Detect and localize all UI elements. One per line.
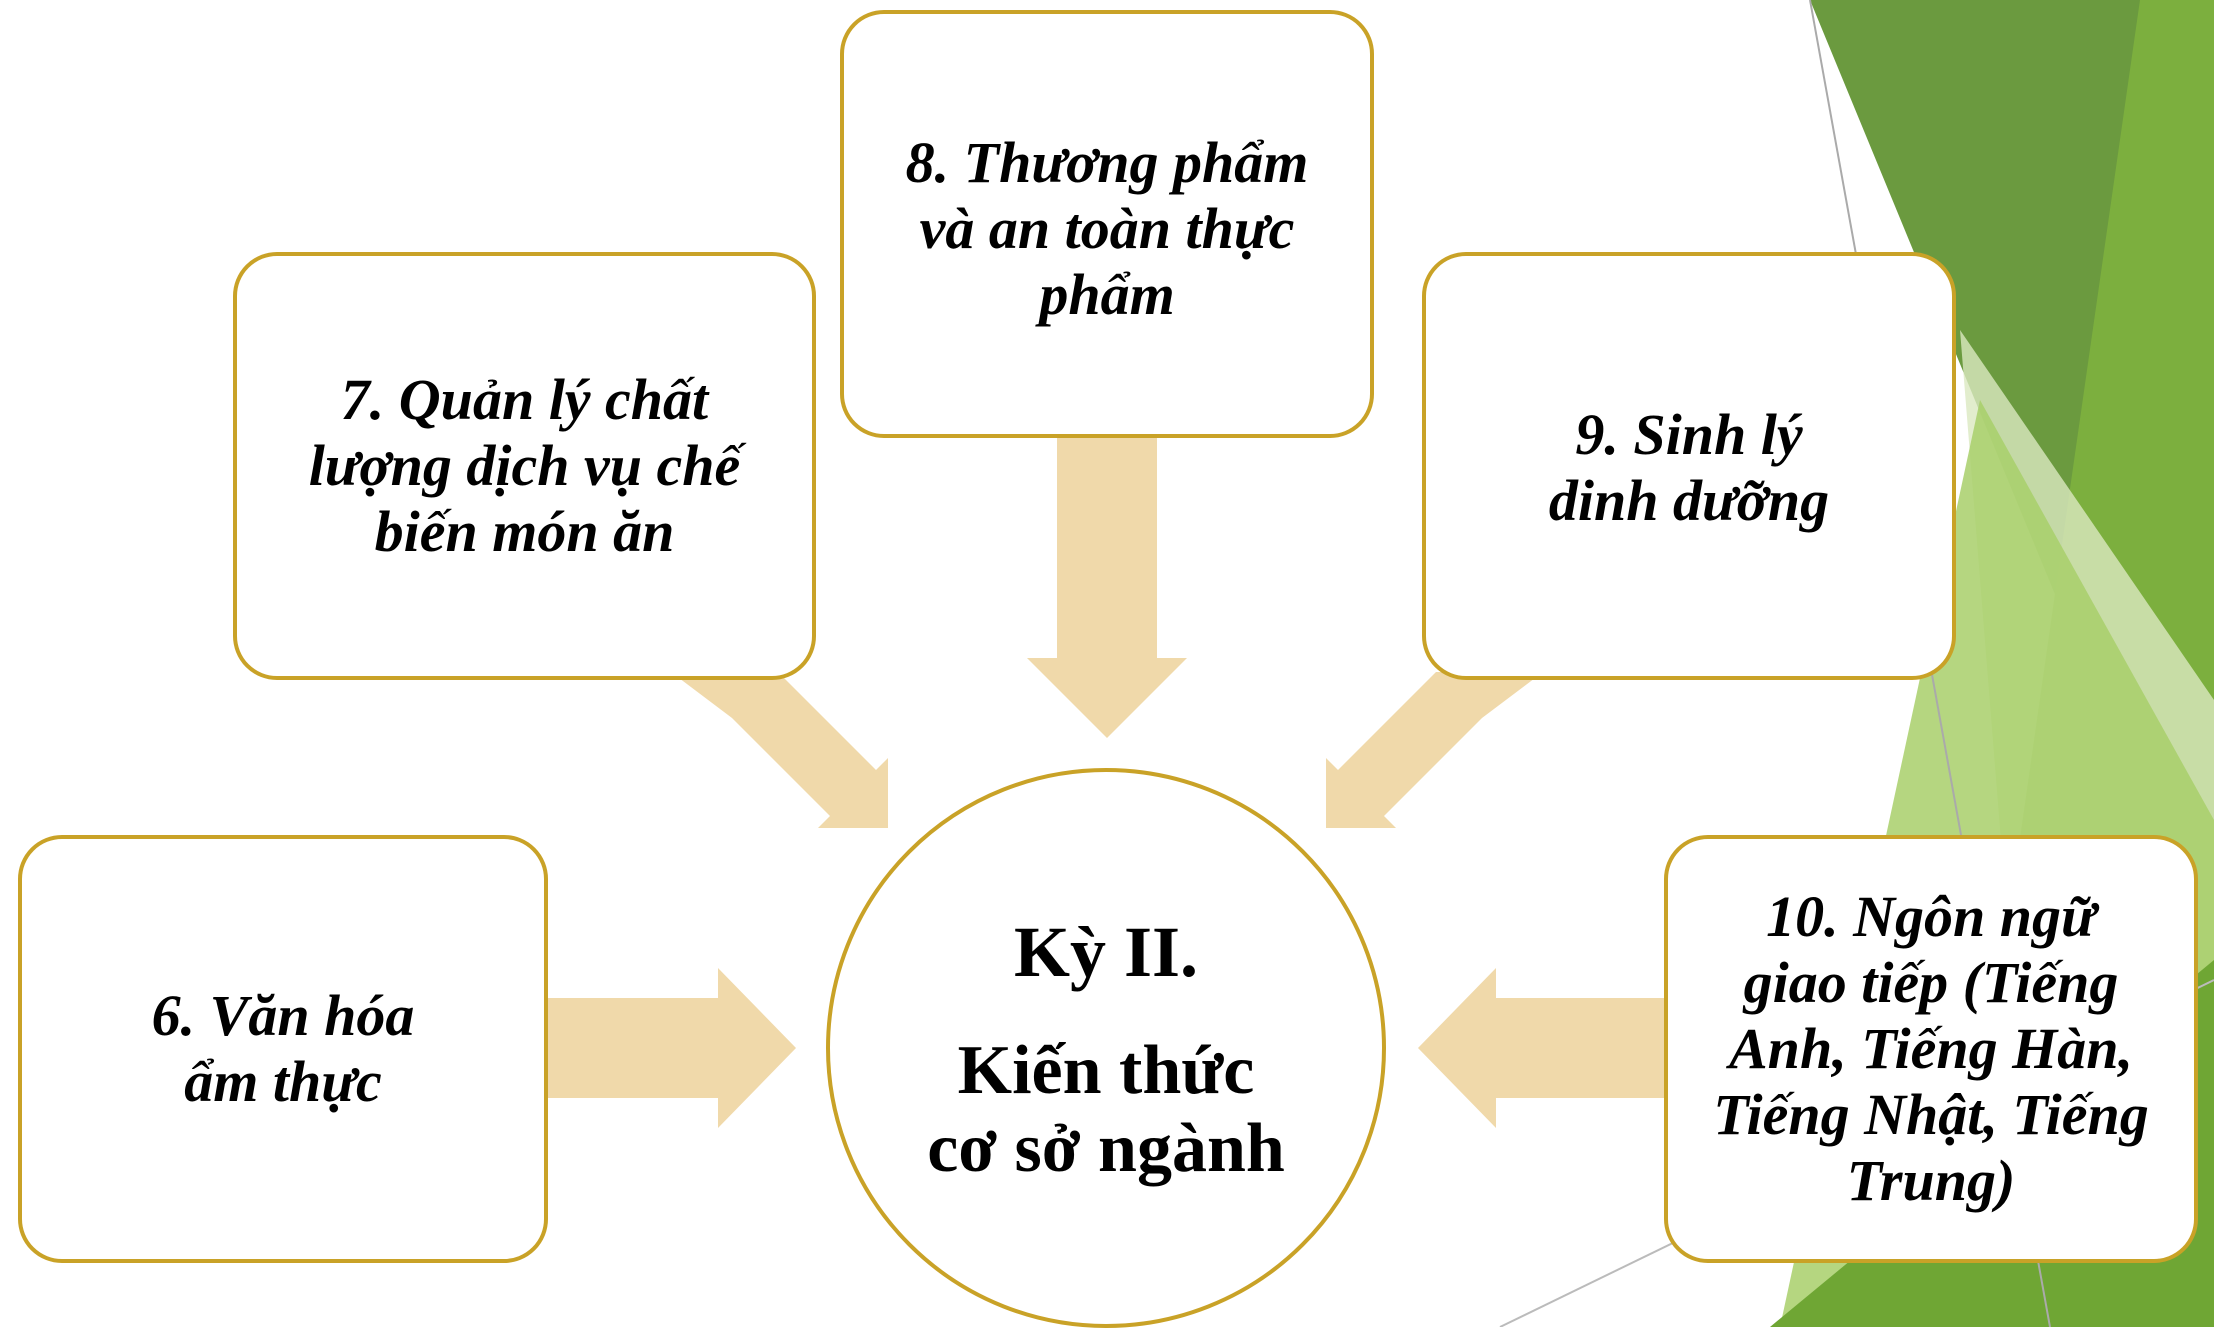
center-circle: Kỳ II. Kiến thức cơ sở ngành (826, 768, 1386, 1328)
arrow-from-9 (1326, 672, 1543, 828)
topic-label-10: 10. Ngôn ngữ giao tiếp (Tiếng Anh, Tiếng… (1713, 884, 2149, 1213)
topic-box-6: 6. Văn hóa ẩm thực (18, 835, 548, 1263)
arrow-from-6 (548, 968, 796, 1128)
topic-box-8: 8. Thương phẩm và an toàn thực phẩm (840, 10, 1374, 438)
center-title: Kỳ II. (1013, 912, 1199, 992)
topic-label-9: 9. Sinh lý dinh dưỡng (1548, 402, 1830, 533)
topic-box-10: 10. Ngôn ngữ giao tiếp (Tiếng Anh, Tiếng… (1664, 835, 2198, 1263)
arrow-from-10 (1418, 968, 1666, 1128)
topic-box-9: 9. Sinh lý dinh dưỡng (1422, 252, 1956, 680)
topic-label-7: 7. Quản lý chất lượng dịch vụ chế biến m… (308, 367, 741, 564)
topic-box-7: 7. Quản lý chất lượng dịch vụ chế biến m… (233, 252, 816, 680)
topic-label-6: 6. Văn hóa ẩm thực (151, 983, 415, 1114)
arrow-from-8 (1027, 438, 1187, 738)
center-subtitle: Kiến thức cơ sở ngành (927, 1032, 1285, 1187)
topic-label-8: 8. Thương phẩm và an toàn thực phẩm (905, 130, 1309, 327)
arrow-from-7 (671, 672, 888, 828)
